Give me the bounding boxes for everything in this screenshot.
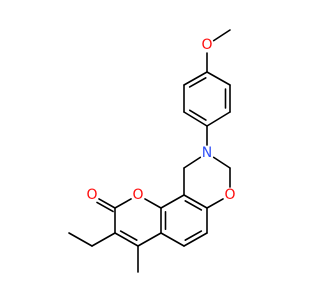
atom-o-methoxy: O [201, 37, 212, 53]
atom-label-layer: O N O O O [86, 37, 235, 203]
molecule-structure: O N O O O [68, 29, 236, 273]
bond-C2-Oc-second [96, 201, 114, 213]
atom-o-carbonyl: O [86, 187, 97, 203]
bond-A6-A1 [183, 71, 208, 86]
atom-label-o-oxazine: O [224, 187, 235, 203]
atom-label-n-ring: N [202, 145, 212, 161]
bond-O1-C2 [114, 198, 132, 209]
atom-label-o-pyranone: O [132, 187, 143, 203]
bond-A1-A2 [206, 71, 231, 86]
bond-C3-C4-inner [119, 230, 138, 241]
bond-C10b-C10a [160, 194, 185, 209]
bond-C3-C4 [114, 232, 139, 247]
bond-layer [68, 29, 231, 273]
bond-CMe-OMe [212, 29, 231, 42]
bond-A6-A1-inner [188, 77, 207, 88]
atom-o-pyranone: O [132, 187, 143, 203]
bond-C10a-C8a-inner [184, 200, 203, 211]
bond-A4-A5-inner [188, 109, 207, 121]
bond-C5-C4a [160, 232, 185, 247]
bond-A4-A5 [183, 111, 208, 127]
bond-N-C10 [183, 156, 202, 169]
bond-C6-C5-inner [184, 230, 203, 241]
bond-C2-Oc [98, 198, 116, 209]
bond-C10a-C8a [183, 194, 208, 209]
atom-label-o-carbonyl: O [86, 187, 97, 203]
bond-N-C8 [212, 156, 231, 169]
bond-C3-E1 [91, 232, 116, 247]
bond-C6-C5 [183, 232, 208, 247]
bond-C4-C4a [137, 232, 162, 247]
atom-n-ring: N [202, 145, 212, 161]
atom-o-oxazine: O [224, 187, 235, 203]
atom-label-o-methoxy: O [201, 37, 212, 53]
bond-C10b-O1 [144, 198, 162, 209]
bond-E1-E2 [68, 232, 93, 247]
bond-O9-C8a [206, 198, 224, 209]
bond-A3-A4 [206, 111, 231, 127]
